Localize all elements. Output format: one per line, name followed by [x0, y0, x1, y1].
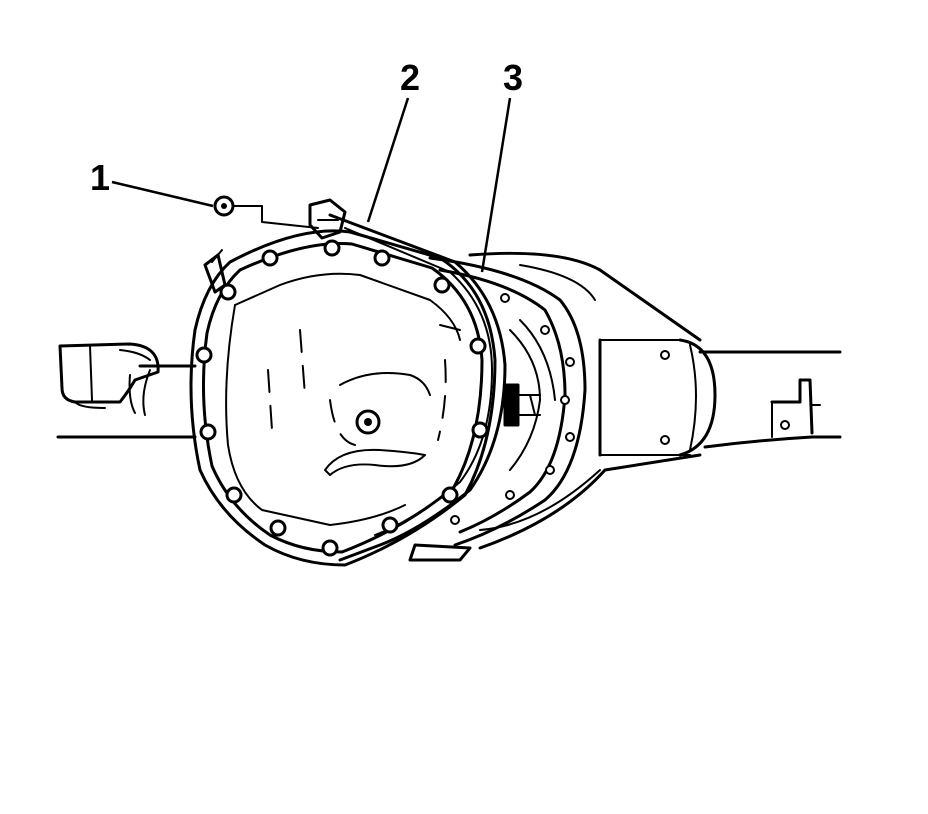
housing-flange — [408, 256, 587, 562]
axle-housing — [468, 251, 702, 550]
cover-bolt-item-1 — [213, 195, 319, 229]
differential-cover — [189, 198, 497, 567]
callout-1: 1 — [90, 157, 110, 198]
callout-3: 3 — [503, 57, 523, 98]
callout-2: 2 — [400, 57, 420, 98]
right-axle-tube — [678, 338, 842, 457]
left-axle-tube — [56, 342, 197, 439]
leader-lines — [111, 97, 512, 273]
